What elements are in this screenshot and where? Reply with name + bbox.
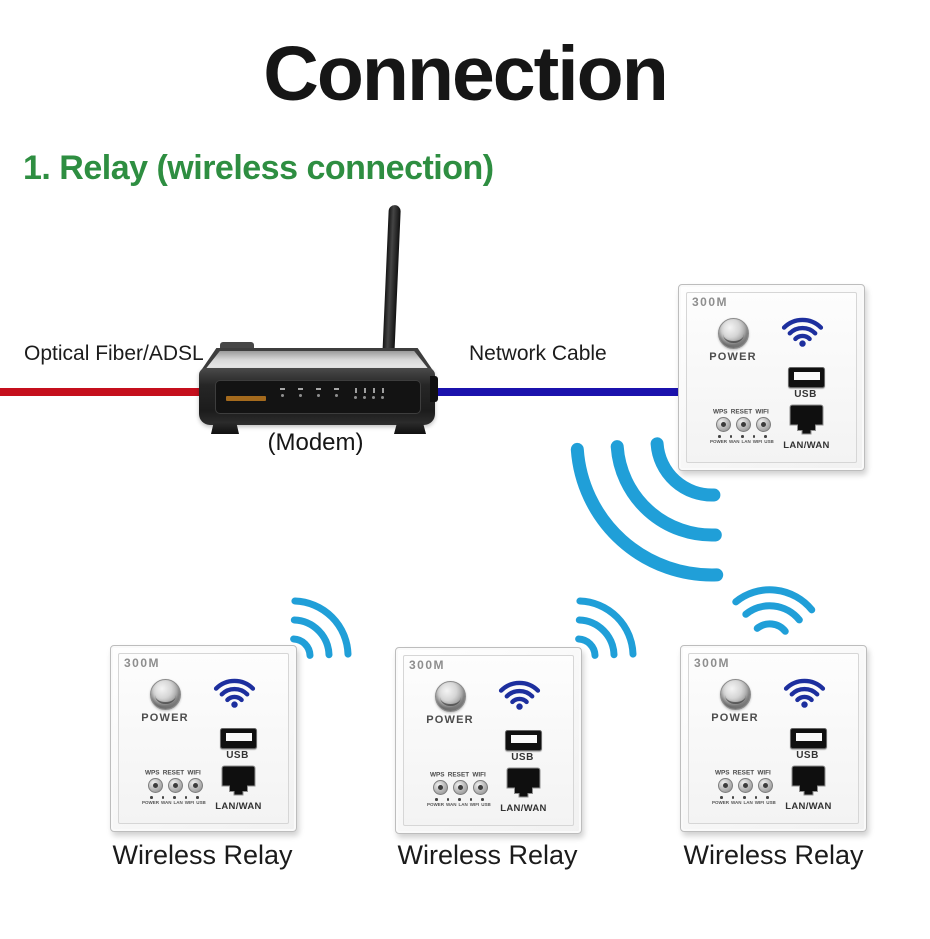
usb-port-tongue	[510, 735, 537, 743]
reset-button	[168, 778, 183, 793]
wps-button	[716, 417, 731, 432]
lan-wan-port-label: LAN/WAN	[500, 803, 547, 814]
wps-reset-wifi-buttons	[148, 778, 203, 793]
socket-inner-frame	[403, 655, 574, 826]
lan-wan-port-label: LAN/WAN	[215, 801, 262, 812]
led-indicator-dots	[150, 796, 199, 799]
modem-top-bump	[220, 342, 254, 351]
wifi-icon	[498, 680, 541, 710]
usb-port	[788, 367, 825, 388]
lan-wan-port	[791, 765, 826, 796]
lan-wan-port	[221, 765, 256, 796]
socket-model-label: 300M	[694, 656, 731, 670]
usb-port-label: USB	[511, 752, 534, 763]
wifi-button	[756, 417, 771, 432]
socket-inner-frame	[686, 292, 857, 463]
modem-lan-led-cluster	[354, 388, 384, 399]
socket-model-label: 300M	[124, 656, 161, 670]
modem-wan-port	[430, 376, 438, 402]
modem-caption: (Modem)	[267, 429, 364, 456]
wifi-signal-large	[570, 437, 724, 582]
usb-port-tongue	[225, 733, 252, 741]
usb-port-tongue	[793, 372, 820, 380]
usb-port-label: USB	[226, 750, 249, 761]
network-cable-line	[427, 388, 680, 396]
power-button	[720, 679, 751, 710]
wifi-icon	[781, 317, 824, 347]
wifi-signal-small	[290, 597, 352, 659]
optical-fiber-line	[0, 388, 206, 396]
wifi-signal-small	[575, 597, 637, 659]
lan-wan-port	[506, 767, 541, 798]
reset-button	[453, 780, 468, 795]
wifi-button	[473, 780, 488, 795]
power-button-label: POWER	[141, 712, 189, 724]
usb-port	[220, 728, 257, 749]
wps-reset-wifi-buttons	[718, 778, 773, 793]
network-cable-label: Network Cable	[469, 342, 607, 365]
modem-top-deck	[204, 351, 430, 371]
modem-led-indicators	[280, 388, 339, 397]
modem	[198, 196, 438, 444]
led-indicator-dots	[718, 435, 767, 438]
lan-wan-port	[789, 404, 824, 435]
power-button-label: POWER	[711, 712, 759, 724]
relay-caption: Wireless Relay	[112, 840, 293, 870]
power-button	[150, 679, 181, 710]
modem-antenna	[382, 204, 401, 364]
led-indicator-dots	[720, 796, 769, 799]
power-button-label: POWER	[709, 351, 757, 363]
wifi-button	[758, 778, 773, 793]
relay-caption: Wireless Relay	[683, 840, 864, 870]
optical-fiber-label: Optical Fiber/ADSL	[24, 342, 204, 365]
wifi-signal-small	[732, 586, 816, 635]
lan-wan-port-label: LAN/WAN	[785, 801, 832, 812]
modem-foot	[394, 422, 426, 434]
section-heading: 1. Relay (wireless connection)	[23, 149, 494, 187]
usb-port	[505, 730, 542, 751]
wps-button	[433, 780, 448, 795]
wifi-button	[188, 778, 203, 793]
lan-wan-port-label: LAN/WAN	[783, 440, 830, 451]
socket-inner-frame	[118, 653, 289, 824]
wps-reset-wifi-buttons	[716, 417, 771, 432]
socket-inner-frame	[688, 653, 859, 824]
usb-port-label: USB	[794, 389, 817, 400]
wifi-icon	[783, 678, 826, 708]
usb-port	[790, 728, 827, 749]
power-button	[718, 318, 749, 349]
wps-button	[718, 778, 733, 793]
reset-button	[736, 417, 751, 432]
socket-model-label: 300M	[692, 295, 729, 309]
wifi-icon	[213, 678, 256, 708]
power-button	[435, 681, 466, 712]
wps-reset-wifi-buttons	[433, 780, 488, 795]
usb-port-tongue	[795, 733, 822, 741]
usb-port-label: USB	[796, 750, 819, 761]
page-title: Connection	[263, 31, 668, 117]
socket-model-label: 300M	[409, 658, 446, 672]
reset-button	[738, 778, 753, 793]
modem-foot	[211, 422, 239, 434]
wps-button	[148, 778, 163, 793]
modem-brand-marking	[226, 396, 266, 401]
power-button-label: POWER	[426, 714, 474, 726]
led-indicator-dots	[435, 798, 484, 801]
relay-caption: Wireless Relay	[397, 840, 578, 870]
